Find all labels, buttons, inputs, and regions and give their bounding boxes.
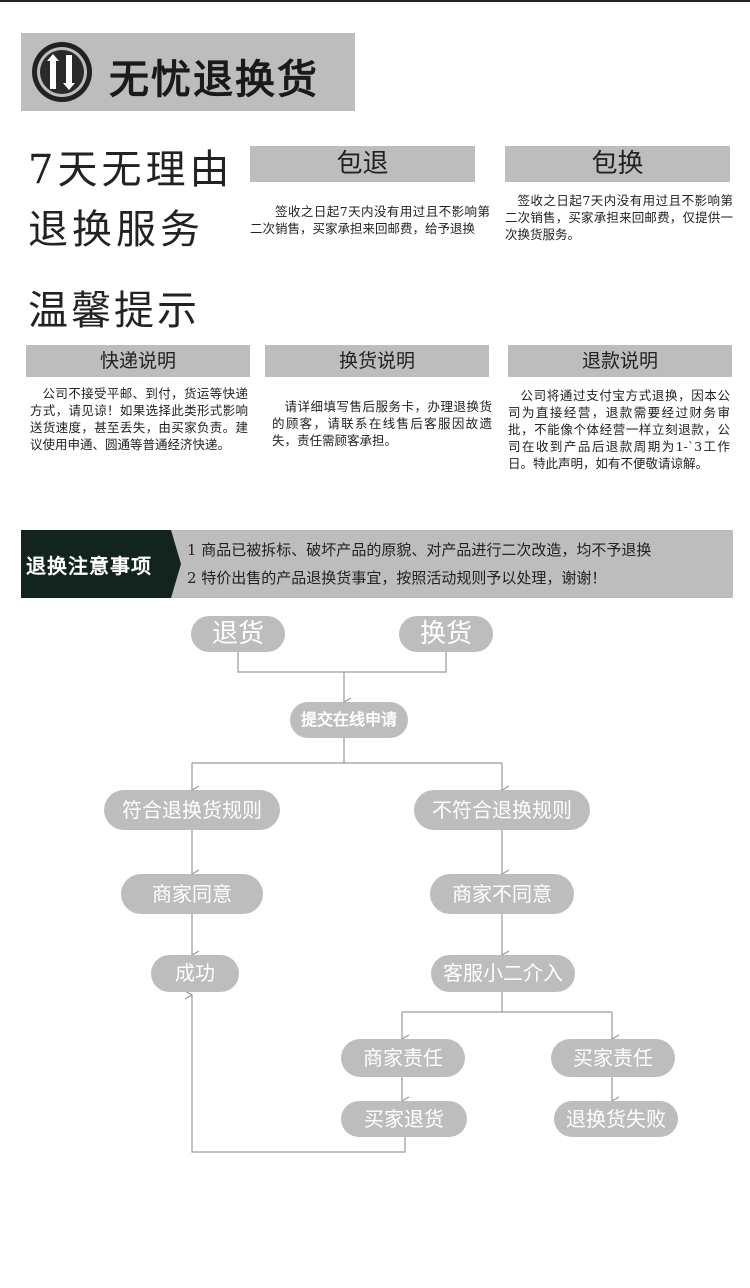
flow-node-cs-intervene: 客服小二介入 [431, 955, 575, 992]
tips-title: 温馨提示 [28, 288, 200, 334]
flow-node-merchant-agree: 商家同意 [121, 874, 263, 914]
exchange-description: 签收之日起7天内没有用过且不影响第二次销售，买家承担来回邮费，仅提供一次换货服务… [505, 193, 733, 242]
return-label: 包退 [250, 146, 475, 182]
return-description: 签收之日起7天内没有用过且不影响第二次销售，买家承担来回邮费，给予退换 [250, 204, 490, 236]
page-title: 无忧退换货 [109, 57, 319, 103]
tip-label-exchange: 换货说明 [265, 345, 489, 377]
tip-text-refund: 公司将通过支付宝方式退换，因本公司为直接经营，退款需要经过财务审批，不能像个体经… [508, 388, 730, 471]
notice-label: 退换注意事项 [26, 554, 152, 578]
flow-node-merchant-disagree: 商家不同意 [430, 874, 574, 914]
flow-node-return: 退货 [191, 616, 285, 652]
tip-text-exchange: 请详细填写售后服务卡，办理退换货的顾客，请联系在线售后客服因故遗失，责任需顾客承… [272, 399, 492, 448]
service-headline: 7天无理由 退换服务 [28, 146, 233, 256]
flow-node-meets-rules: 符合退换货规则 [104, 790, 280, 830]
notice-item: 2 特价出售的产品退换货事宜，按照活动规则予以处理，谢谢！ [187, 569, 607, 587]
flow-node-buyer-return: 买家退货 [341, 1101, 467, 1137]
tip-label-refund: 退款说明 [508, 345, 732, 377]
flow-node-submit: 提交在线申请 [290, 702, 408, 738]
service-line-2: 退换服务 [28, 207, 204, 253]
notice-banner: 退换注意事项 1 商品已被拆标、破坏产品的原貌、对产品进行二次改造，均不予退换 … [21, 530, 733, 598]
flow-node-success: 成功 [151, 955, 239, 992]
notice-item: 1 商品已被拆标、破坏产品的原貌、对产品进行二次改造，均不予退换 [187, 541, 652, 559]
notice-list: 1 商品已被拆标、破坏产品的原貌、对产品进行二次改造，均不予退换 2 特价出售的… [187, 536, 651, 592]
flow-node-buyer-fault: 买家责任 [551, 1039, 675, 1077]
flow-node-not-meets-rules: 不符合退换规则 [414, 790, 590, 830]
tip-label-shipping: 快递说明 [26, 345, 250, 377]
flow-node-failed: 退换货失败 [554, 1101, 678, 1137]
top-border [0, 0, 750, 2]
return-exchange-icon [32, 42, 92, 102]
service-line-1: 7天无理由 [28, 147, 234, 193]
tip-text-shipping: 公司不接受平邮、到付，货运等快递方式，请见谅！如果选择此类形式影响送货速度，甚至… [30, 386, 248, 452]
flow-node-exchange: 换货 [399, 616, 493, 652]
flow-node-merchant-fault: 商家责任 [341, 1039, 465, 1077]
notice-label-box: 退换注意事项 [21, 530, 181, 598]
page-header: 无忧退换货 [21, 33, 355, 111]
exchange-label: 包换 [505, 146, 730, 182]
